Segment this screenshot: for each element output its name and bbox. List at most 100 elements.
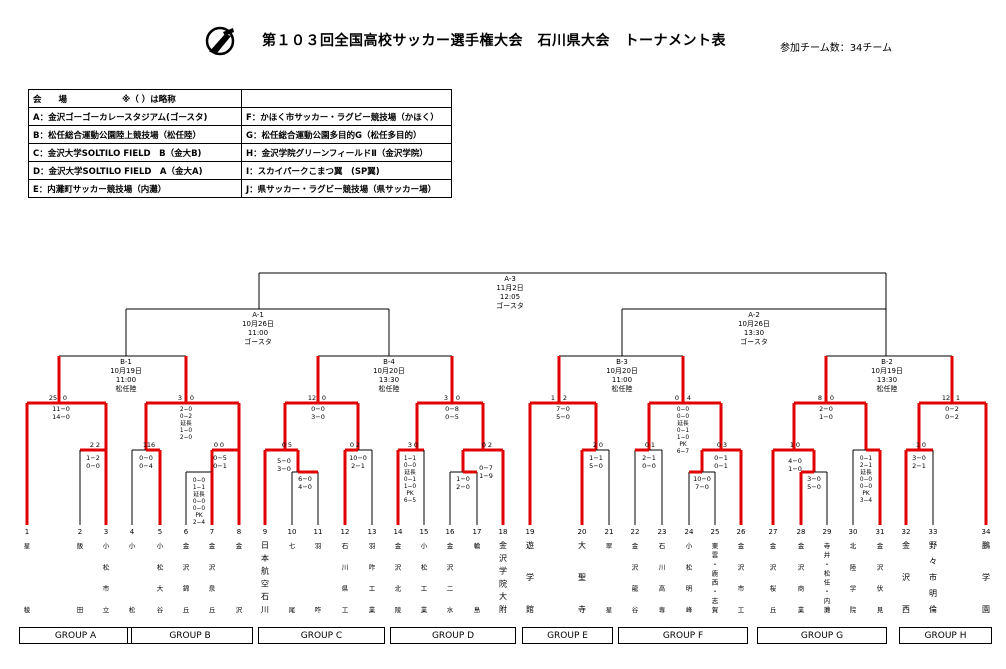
score-text: 1−2 <box>86 454 100 462</box>
team-name-char: 伏 <box>877 584 884 593</box>
team-name-char: 業 <box>798 605 805 614</box>
team-name-char: 院 <box>850 605 857 614</box>
score-text: 0−0 <box>404 463 417 469</box>
seed-number: 4 <box>687 394 691 402</box>
team-name-char: 小 <box>129 541 136 550</box>
score-text: 0−0 <box>860 477 873 483</box>
team-name-char: ・ <box>712 560 719 568</box>
team-number: 25 <box>711 528 720 536</box>
team-name-char: 賀 <box>712 605 719 614</box>
match-info: 11:00 <box>612 376 632 384</box>
score-text: 2−1 <box>642 454 656 462</box>
team-name-char: 明 <box>686 585 693 593</box>
team-name-char: 遊 <box>526 540 534 550</box>
team-name-char: 内 <box>824 596 831 605</box>
match-info: 11:00 <box>248 329 268 337</box>
team-name-char: 小 <box>686 541 693 550</box>
group-label-c: GROUP C <box>258 627 385 644</box>
team-name-char: 日 <box>261 541 269 550</box>
seed-number: 0 <box>63 394 67 402</box>
score-text: PK <box>406 491 413 497</box>
team-name-char: 大 <box>157 584 164 593</box>
team-name-char: 金 <box>499 540 507 550</box>
match-info: A-2 <box>748 311 760 319</box>
group-label-a: GROUP A <box>19 627 132 644</box>
score-text: 0−0 <box>860 484 873 490</box>
team-name-char: 輪 <box>474 541 481 550</box>
team-name-char: 咋 <box>315 605 322 614</box>
score-text: 延長 <box>404 468 416 476</box>
seed-number: 2 <box>356 441 360 449</box>
team-name-char: 松 <box>824 568 831 577</box>
match-info: 10月26日 <box>738 320 770 328</box>
score-text: 3−0 <box>912 454 926 462</box>
team-number: 10 <box>288 528 297 536</box>
team-name-char: 市 <box>103 584 110 593</box>
seed-number: 5 <box>288 441 292 449</box>
score-text: 2−0 <box>456 483 470 491</box>
score-text: 10−0 <box>349 454 367 462</box>
team-name-char: 井 <box>824 550 831 559</box>
team-name-char: 翠 <box>606 542 613 550</box>
team-name-char: 丘 <box>183 605 190 614</box>
seed-number: 0 <box>282 441 286 449</box>
team-name-char: 金 <box>447 541 454 550</box>
seed-number: 1 <box>551 394 555 402</box>
team-name-char: 松 <box>686 562 693 571</box>
team-name-char: 泉 <box>209 584 216 593</box>
team-count: 参加チーム数：34チーム <box>780 43 893 54</box>
team-name-char: 金 <box>738 541 745 550</box>
score-text: 2−4 <box>193 520 206 526</box>
team-name-char: 金 <box>236 541 243 550</box>
team-name-char: 七 <box>289 541 296 550</box>
score-text: 0−1 <box>714 462 728 470</box>
team-name-char: 専 <box>659 605 666 614</box>
team-name-char: 聖 <box>578 573 586 582</box>
seed-number: 0 <box>414 441 418 449</box>
team-name-char: 金 <box>395 541 402 550</box>
score-text: 0−0 <box>677 407 690 413</box>
match-info: B-2 <box>881 358 893 366</box>
team-name-char: 谷 <box>157 605 164 614</box>
team-name-char: 工 <box>342 606 349 614</box>
team-number: 34 <box>982 528 991 536</box>
team-number: 12 <box>341 528 350 536</box>
team-name-char: 羽 <box>315 542 322 550</box>
venue-row: D：金沢大学SOLTILO FIELD A（金大A) I：スカイパークこまつ翼 … <box>28 161 452 180</box>
score-text: 0−0 <box>139 454 153 462</box>
match-info: ゴースタ <box>740 337 768 346</box>
score-text: PK <box>679 442 686 448</box>
team-name-char: 大 <box>578 540 586 550</box>
score-text: 3−4 <box>860 498 873 504</box>
team-number: 23 <box>658 528 667 536</box>
team-name-char: 工 <box>421 585 428 593</box>
team-name-char: 島 <box>474 605 481 614</box>
team-name-char: 谷 <box>632 605 639 614</box>
score-text: 1−0 <box>456 475 470 483</box>
team-name-char: 龍 <box>632 584 639 593</box>
venue-row: E：内灘町サッカー競技場（内灘） J：県サッカー・ラグビー競技場（県サッカー場） <box>28 179 452 198</box>
seed-number: 2 <box>488 441 492 449</box>
team-number: 22 <box>631 528 640 536</box>
team-name-char: 沢 <box>499 554 507 563</box>
match-info: 13:30 <box>877 376 897 384</box>
group-label-e: GROUP E <box>522 627 613 644</box>
score-text: 0−0 <box>677 414 690 420</box>
team-name-char: 沢 <box>209 562 216 571</box>
score-text: 0−8 <box>445 405 459 413</box>
score-text: PK <box>862 491 869 497</box>
team-name-char: 航 <box>261 566 269 576</box>
score-text: 延長 <box>193 490 205 498</box>
score-text: 0−1 <box>404 477 417 483</box>
score-text: 7−0 <box>556 405 570 413</box>
team-name-char: 東 <box>712 541 719 550</box>
score-text: 7−0 <box>695 483 709 491</box>
score-text: 5−0 <box>589 462 603 470</box>
team-name-char: 川 <box>261 605 269 614</box>
team-number: 29 <box>823 528 832 536</box>
match-info: A-3 <box>504 275 516 283</box>
seed-number: 1 <box>143 441 147 449</box>
team-name-char: 松 <box>129 605 136 614</box>
team-name-char: 業 <box>421 605 428 614</box>
team-number: 1 <box>25 528 29 536</box>
